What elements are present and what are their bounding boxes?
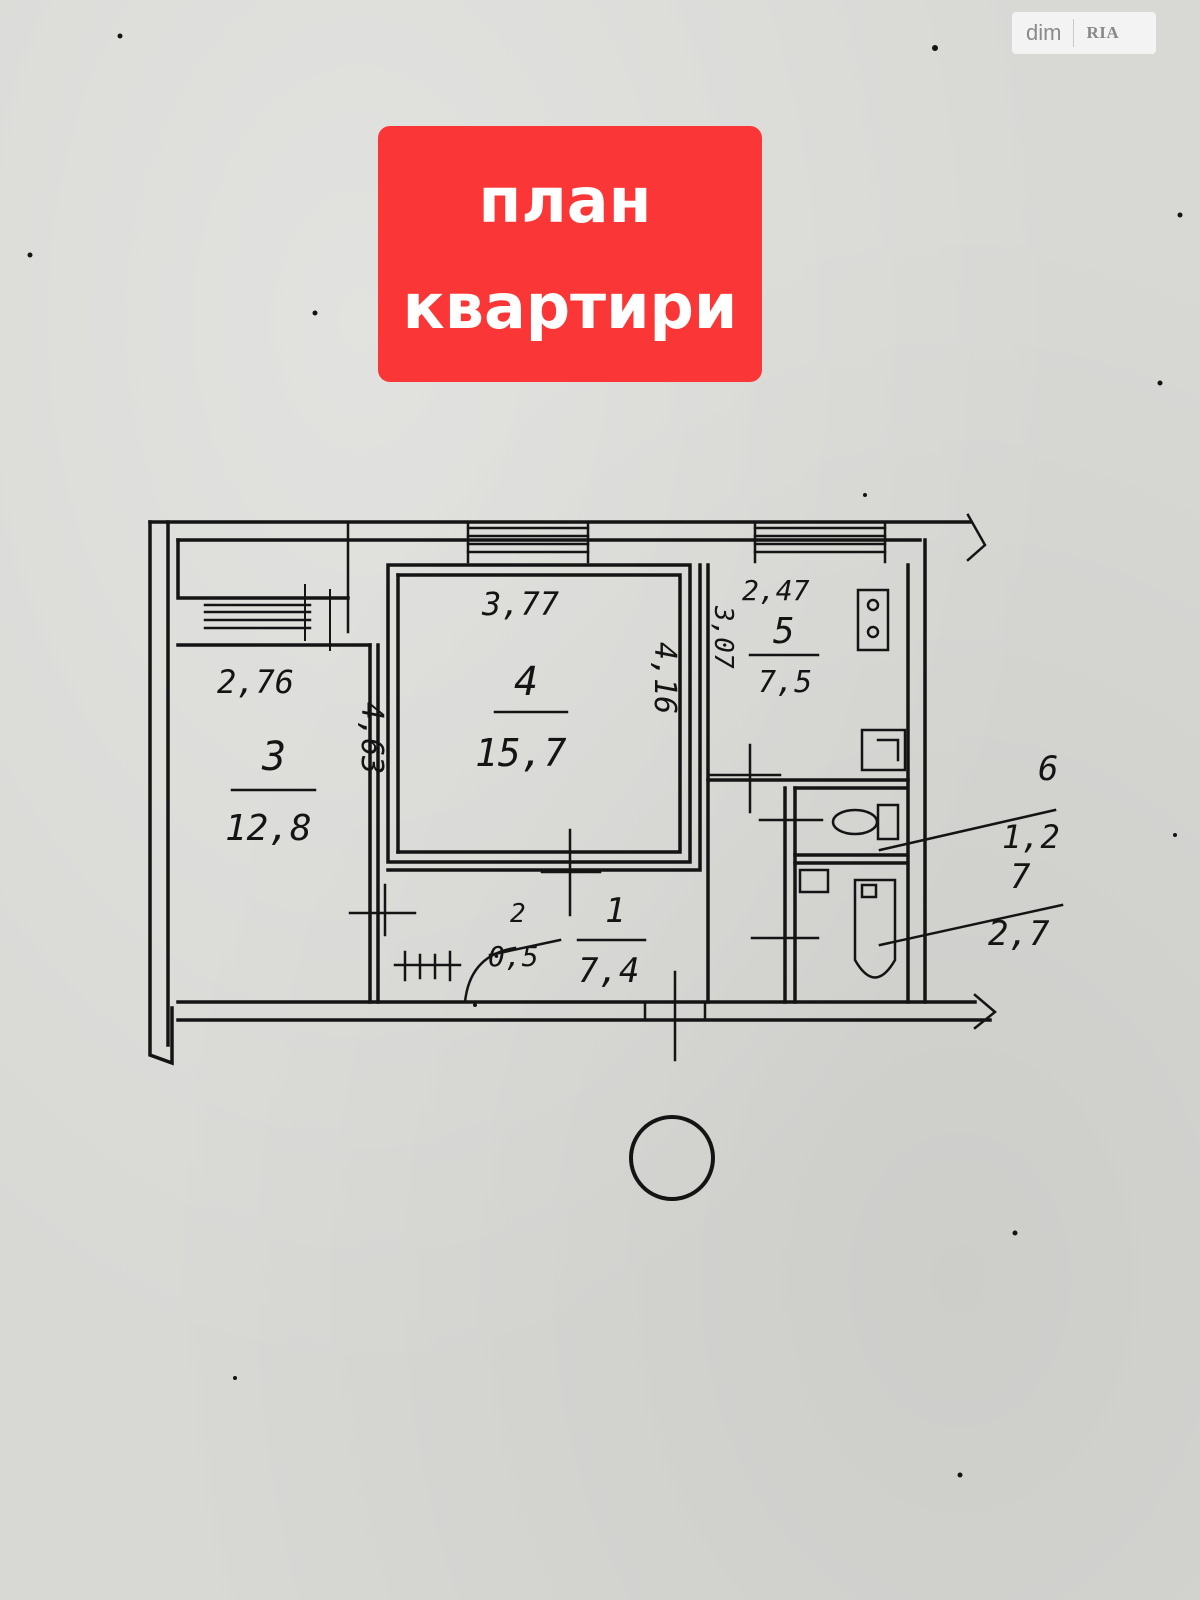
room-3-walls (176, 643, 380, 1004)
room-1-number: 1 (605, 891, 625, 931)
dim-ria-watermark: dim RIA (1012, 12, 1156, 54)
paper-specks (27, 33, 1183, 1478)
room-1-area: 7,4 (578, 951, 639, 991)
room-6-number: 6 (1038, 749, 1058, 789)
room-5-area: 7,5 (758, 665, 812, 700)
room-2-area: 0,5 (488, 940, 539, 973)
fraction-bars (230, 653, 1064, 957)
room-7-area: 2,7 (988, 914, 1050, 954)
room-6-area: 1,2 (1002, 818, 1060, 856)
bathtub (798, 868, 897, 979)
room-4-area: 15,7 (475, 731, 567, 775)
room-7-number: 7 (1010, 857, 1031, 897)
watermark-brand: dim (1026, 20, 1062, 45)
window-room-4 (466, 520, 590, 564)
room-4-length: 4,16 (647, 642, 682, 714)
north-compass (629, 1115, 715, 1201)
sink (860, 728, 907, 772)
door-marks (348, 718, 824, 1062)
bathroom-walls (783, 786, 907, 1004)
room-5-length: 3,07 (708, 605, 738, 669)
banner-line-1: план (478, 164, 652, 237)
room-3-number: 3 (261, 734, 286, 780)
room-5-number: 5 (773, 611, 795, 652)
room-3-area: 12,8 (225, 808, 312, 849)
stove (856, 588, 890, 652)
toilet (831, 803, 900, 841)
window-room-5 (753, 520, 887, 564)
balcony-window (203, 520, 350, 651)
room-4-width: 3,77 (481, 585, 559, 623)
room-4-number: 4 (514, 659, 538, 705)
room-4-walls (386, 563, 702, 872)
watermark-divider (1073, 19, 1075, 47)
outer-walls (148, 513, 997, 1066)
room-2-number: 2 (510, 899, 526, 929)
title-banner: план квартири (378, 126, 762, 382)
banner-line-2: квартири (402, 270, 738, 343)
watermark-logo: RIA (1086, 23, 1120, 42)
room-3-width: 2,76 (217, 663, 294, 701)
room-5-width: 2,47 (742, 574, 810, 607)
kitchen-walls (706, 538, 927, 1004)
room-3-length: 4,63 (354, 702, 389, 774)
